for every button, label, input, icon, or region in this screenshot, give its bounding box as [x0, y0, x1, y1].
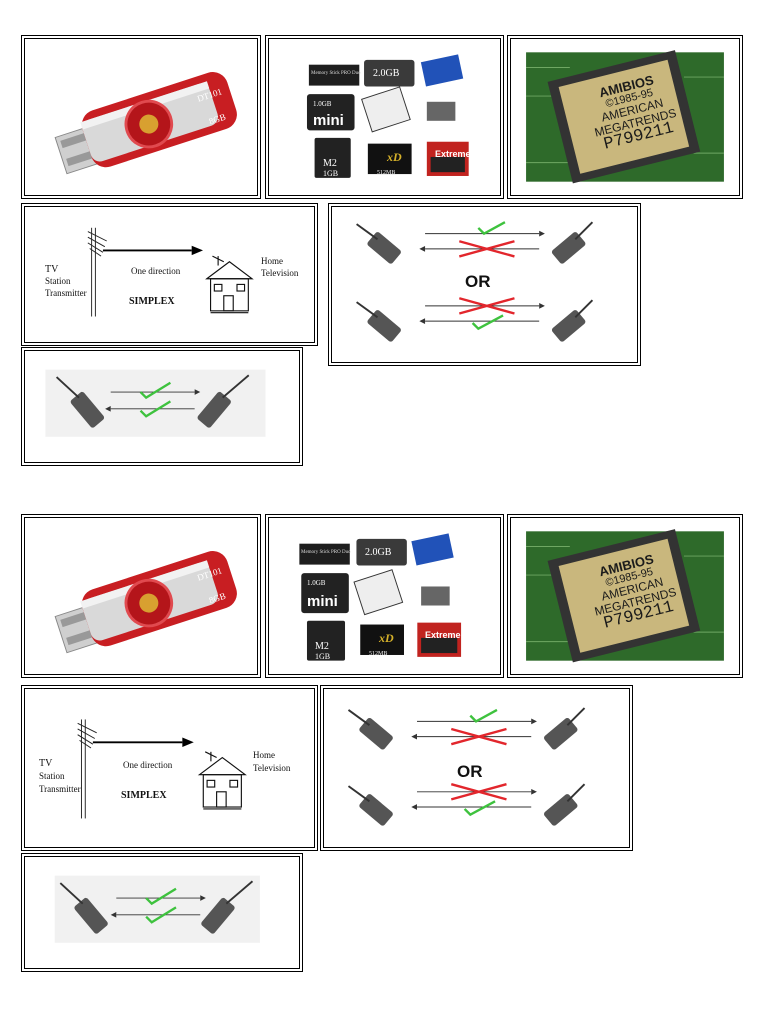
walkie-talkie-icon [544, 783, 586, 826]
check-icon [469, 708, 498, 723]
simplex-card: TV Station Transmitter One direction SIM… [21, 685, 318, 851]
xd-size-label: 512MB [369, 651, 388, 657]
full-duplex-diagram [54, 875, 260, 943]
check-icon [463, 800, 496, 817]
usb-card: DT101 8GB [21, 35, 261, 199]
or-label: OR [457, 762, 483, 781]
extreme-label: Extreme [435, 149, 471, 159]
one-direction-label: One direction [123, 760, 173, 770]
simplex-diagram [77, 719, 247, 819]
or-label: OR [465, 272, 491, 291]
half-duplex-card: OR [320, 685, 633, 851]
check-icon [145, 887, 177, 906]
mini-label: mini [307, 593, 338, 610]
xd-label: xD [387, 150, 402, 164]
memory-stick-label: Memory Stick PRO Duo [301, 550, 351, 555]
check-icon [471, 314, 504, 331]
walkie-talkie-icon [356, 301, 401, 342]
cross-icon [450, 783, 507, 801]
walkie-talkie-icon [551, 221, 594, 264]
usb-card: DT101 8GB [21, 514, 261, 678]
sd-capacity-label: 2.0GB [365, 547, 392, 558]
station-label: Station [39, 771, 65, 781]
walkie-talkie-icon [59, 882, 108, 934]
home-label: Home [253, 750, 275, 760]
home-label: Home [261, 256, 283, 266]
television-label: Television [261, 268, 299, 278]
half-duplex-diagram [356, 221, 594, 342]
simplex-diagram [87, 227, 254, 317]
one-direction-label: One direction [131, 266, 181, 276]
mini-size-label: 1.0GB [313, 100, 332, 108]
memory-cards-card: Memory Stick PRO Duo 2.0GB 1.0GB mini M2… [265, 514, 504, 678]
simplex-title: SIMPLEX [129, 296, 175, 307]
tv-label: TV [45, 264, 59, 275]
walkie-talkie-icon [197, 374, 250, 428]
simplex-card: TV Station Transmitter One direction SIM… [21, 203, 318, 346]
mini-label: mini [313, 112, 344, 129]
sd-capacity-label: 2.0GB [373, 68, 400, 79]
antenna-tower-icon [87, 227, 107, 317]
walkie-talkie-icon [347, 785, 393, 826]
m2-label: M2 [315, 641, 329, 652]
check-icon [477, 221, 506, 236]
half-duplex-diagram [347, 707, 586, 826]
half-duplex-card: OR [328, 203, 641, 366]
m2-size-label: 1GB [323, 169, 339, 178]
transmitter-label: Transmitter [45, 288, 87, 298]
bios-chip-card: AMIBIOS ©1985-95 AMERICAN MEGATRENDS P79… [507, 35, 743, 199]
bios-chip-image [526, 50, 724, 184]
check-icon [139, 381, 172, 400]
antenna-tower-icon [77, 719, 97, 819]
cross-icon [458, 297, 515, 315]
memory-stick-label: Memory Stick PRO Duo [311, 71, 361, 76]
memory-cards-card: Memory Stick PRO Duo 2.0GB 1.0GB mini M2… [265, 35, 504, 199]
station-label: Station [45, 276, 71, 286]
m2-label: M2 [323, 158, 337, 169]
walkie-talkie-icon [347, 709, 393, 750]
walkie-talkie-icon [551, 299, 594, 342]
mini-size-label: 1.0GB [307, 579, 326, 587]
full-duplex-diagram [45, 369, 266, 437]
extreme-label: Extreme [425, 630, 461, 640]
check-icon [145, 906, 177, 924]
walkie-talkie-icon [544, 707, 586, 750]
xd-size-label: 512MB [377, 170, 396, 176]
bios-chip-image [526, 529, 724, 663]
walkie-talkie-icon [201, 880, 254, 934]
bios-chip-card: AMIBIOS ©1985-95 AMERICAN MEGATRENDS P79… [507, 514, 743, 678]
memory-cards-image [306, 54, 469, 178]
full-duplex-card [21, 853, 303, 972]
house-icon [205, 255, 254, 314]
xd-label: xD [379, 631, 394, 645]
simplex-title: SIMPLEX [121, 790, 167, 801]
usb-drive-image [54, 551, 237, 654]
full-duplex-card [21, 347, 303, 466]
usb-drive-image [54, 72, 237, 175]
television-label: Television [253, 763, 291, 773]
cross-icon [458, 240, 515, 258]
m2-size-label: 1GB [315, 652, 331, 661]
cross-icon [450, 727, 507, 746]
memory-cards-image [299, 533, 462, 661]
house-icon [197, 751, 247, 810]
check-icon [139, 400, 172, 418]
tv-label: TV [39, 758, 53, 769]
walkie-talkie-icon [55, 376, 105, 428]
walkie-talkie-icon [356, 223, 401, 264]
transmitter-label: Transmitter [39, 784, 81, 794]
